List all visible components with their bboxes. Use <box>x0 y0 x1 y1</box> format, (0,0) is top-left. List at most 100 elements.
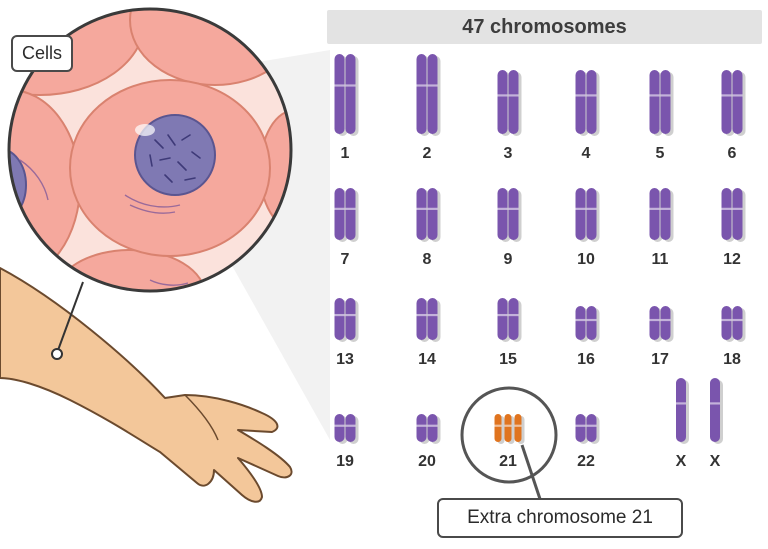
centromere-band <box>334 207 345 210</box>
chromosome-label: 11 <box>652 251 669 268</box>
chromosome-16: 16 <box>575 306 600 368</box>
chromosome-7: 7 <box>334 188 359 268</box>
centromere-band <box>416 424 427 427</box>
centromere-band <box>508 207 519 210</box>
centromere-band <box>732 318 743 322</box>
chromatid <box>345 188 356 240</box>
centromere-band <box>660 207 671 210</box>
chromosome-3: 3 <box>497 70 522 162</box>
chromosome-label: 6 <box>728 145 737 162</box>
magnifier-ring <box>7 7 293 293</box>
chromosome-21-highlight-ring <box>460 386 558 484</box>
chromosome-9: 9 <box>497 188 522 268</box>
chromatid <box>497 70 508 134</box>
centromere-band <box>732 94 743 97</box>
chromosome-15: 15 <box>497 298 522 368</box>
chromosome-label: 7 <box>341 251 350 268</box>
chromosome-label: 22 <box>577 453 595 470</box>
centromere-band <box>334 424 345 427</box>
chromatid <box>497 298 508 340</box>
centromere-band <box>586 94 597 97</box>
chromatid <box>660 70 671 134</box>
centromere-band <box>586 207 597 210</box>
chromosome-17: 17 <box>649 306 674 368</box>
centromere-band <box>514 424 522 427</box>
chromosome-label: 8 <box>423 251 432 268</box>
chromatid <box>427 188 438 240</box>
chromosome-label: 15 <box>499 351 517 368</box>
chromatid <box>427 298 438 340</box>
chromosome-X: X <box>676 378 689 470</box>
chromatid <box>721 70 732 134</box>
chromatid <box>345 298 356 340</box>
header-bar: 47 chromosomes <box>327 10 762 44</box>
chromatid <box>660 188 671 240</box>
centromere-band <box>575 207 586 210</box>
chromosome-12: 12 <box>721 188 746 268</box>
chromatid <box>494 414 502 442</box>
centromere-band <box>345 207 356 210</box>
chromatid <box>416 414 427 442</box>
chromosome-label: 21 <box>499 453 517 470</box>
chromosome-label: 16 <box>577 351 595 368</box>
chromatid <box>586 188 597 240</box>
sample-point <box>51 348 63 360</box>
chromosome-label: 4 <box>582 145 591 162</box>
centromere-band <box>504 424 512 427</box>
chromosome-11: 11 <box>649 188 674 268</box>
chromatid <box>649 70 660 134</box>
centromere-band <box>649 94 660 97</box>
centromere-band <box>427 84 438 87</box>
centromere-band <box>334 84 345 87</box>
centromere-band <box>660 94 671 97</box>
extra-chromosome-leader-line <box>520 444 542 500</box>
chromatid <box>575 70 586 134</box>
chromosome-label: X <box>710 453 721 470</box>
chromatid <box>721 188 732 240</box>
centromere-band <box>345 424 356 427</box>
centromere-band <box>575 318 586 322</box>
chromosome-14: 14 <box>416 298 441 368</box>
chromosome-label: 17 <box>651 351 669 368</box>
chromosome-label: 2 <box>423 145 432 162</box>
chromatid <box>334 188 345 240</box>
chromosome-18: 18 <box>721 306 746 368</box>
chromatid <box>334 298 345 340</box>
chromatid <box>586 306 597 340</box>
chromatid <box>497 188 508 240</box>
chromosome-label: 19 <box>336 453 354 470</box>
chromosome-label: 5 <box>656 145 665 162</box>
chromatid <box>508 70 519 134</box>
chromosome-10: 10 <box>575 188 600 268</box>
chromatid <box>732 188 743 240</box>
chromatid <box>586 70 597 134</box>
chromatid <box>660 306 671 340</box>
chromosome-label: 14 <box>418 351 436 368</box>
chromatid <box>334 54 345 134</box>
centromere-band <box>586 424 597 427</box>
centromere-band <box>427 207 438 210</box>
sample-leader-line <box>56 281 84 354</box>
centromere-band <box>721 318 732 322</box>
centromere-band <box>416 207 427 210</box>
centromere-band <box>494 424 502 427</box>
centromere-band <box>721 207 732 210</box>
chromosome-2: 2 <box>416 54 441 162</box>
centromere-band <box>416 313 427 317</box>
chromatid <box>427 414 438 442</box>
centromere-band <box>649 207 660 210</box>
chromatid <box>649 188 660 240</box>
chromosome-label: 18 <box>723 351 741 368</box>
centromere-band <box>586 318 597 322</box>
centromere-band <box>416 84 427 87</box>
centromere-band <box>497 313 508 317</box>
chromosome-22: 22 <box>575 414 600 470</box>
cells-callout: Cells <box>11 35 74 72</box>
chromosome-label: X <box>676 453 687 470</box>
centromere-band <box>660 318 671 322</box>
chromatid <box>575 306 586 340</box>
centromere-band <box>427 313 438 317</box>
